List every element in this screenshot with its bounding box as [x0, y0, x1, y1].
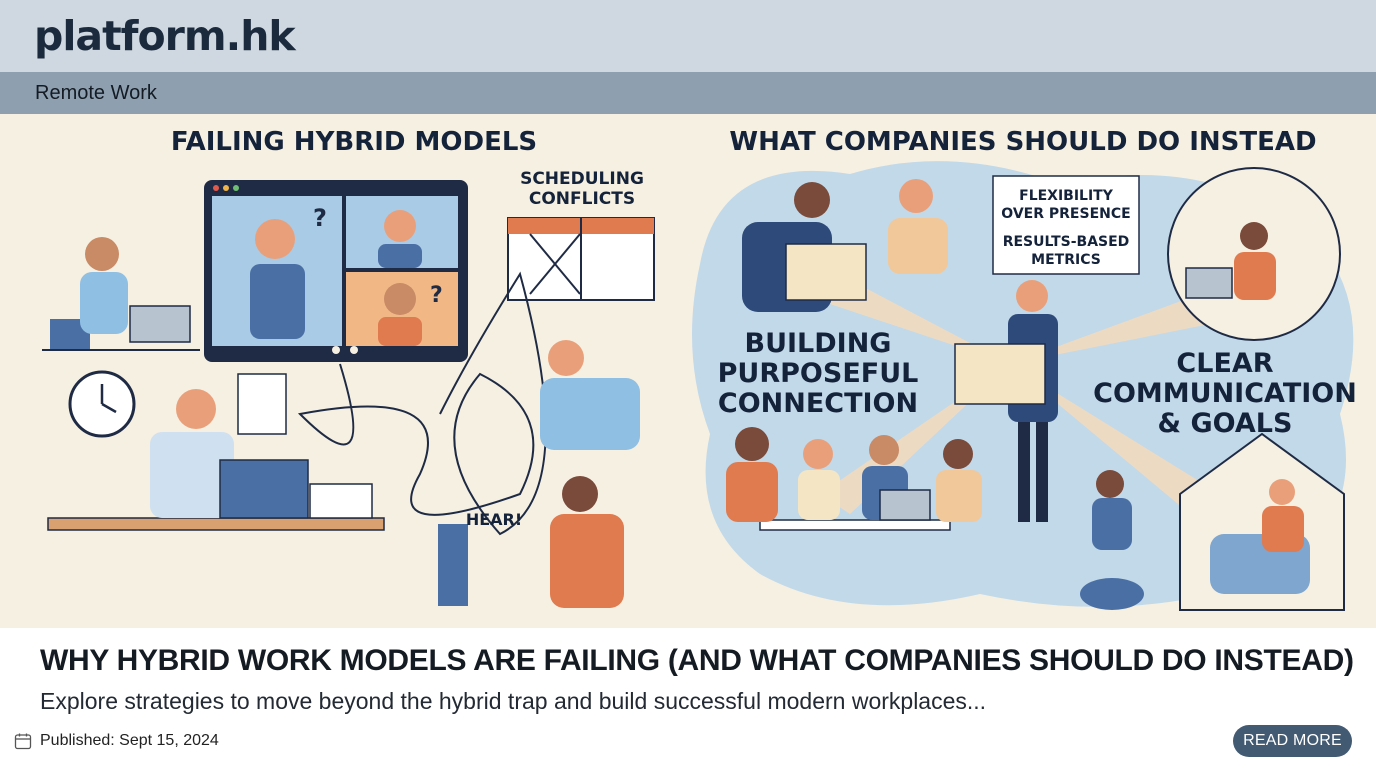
- article-excerpt: Explore strategies to move beyond the hy…: [40, 688, 987, 714]
- tangled-lines: [297, 271, 547, 536]
- box-line-3: RESULTS-BASED: [1003, 234, 1130, 250]
- box-line-4: METRICS: [1031, 252, 1101, 268]
- hear-label: HEAR!: [466, 510, 522, 529]
- hero-illustration: FAILING HYBRID MODELS WHAT COMPANIES SHO…: [0, 114, 1376, 628]
- building-line-1: BUILDING: [745, 328, 892, 359]
- building-line-3: CONNECTION: [718, 388, 918, 419]
- box-line-1: FLEXIBILITY: [1019, 188, 1114, 204]
- clear-line-3: & GOALS: [1158, 408, 1293, 439]
- clear-line-2: COMMUNICATION: [1093, 378, 1357, 409]
- clear-line-1: CLEAR: [1176, 348, 1273, 379]
- box-line-2: OVER PRESENCE: [1001, 206, 1130, 222]
- left-title: FAILING HYBRID MODELS: [171, 127, 537, 157]
- read-more-button[interactable]: READ MORE: [1233, 725, 1352, 757]
- article-title[interactable]: WHY HYBRID WORK MODELS ARE FAILING (AND …: [40, 644, 1354, 677]
- site-header: platform.hk: [0, 0, 1376, 72]
- building-line-2: PURPOSEFUL: [718, 358, 919, 389]
- scheduling-label-2: CONFLICTS: [529, 189, 635, 209]
- published-date: Published: Sept 15, 2024: [40, 732, 219, 749]
- calendar-icon: [14, 733, 32, 750]
- category-bar: Remote Work: [0, 72, 1376, 114]
- principles-box: [992, 175, 1140, 275]
- category-label[interactable]: Remote Work: [35, 82, 157, 104]
- site-logo[interactable]: platform.hk: [34, 12, 296, 60]
- scheduling-label-1: SCHEDULING: [520, 169, 644, 189]
- question-mark-1: ?: [313, 204, 327, 232]
- article-meta: Published: Sept 15, 2024: [14, 730, 219, 752]
- illustration-svg: FAILING HYBRID MODELS WHAT COMPANIES SHO…: [42, 127, 1357, 611]
- right-title: WHAT COMPANIES SHOULD DO INSTEAD: [729, 127, 1316, 157]
- question-mark-2: ?: [430, 283, 443, 308]
